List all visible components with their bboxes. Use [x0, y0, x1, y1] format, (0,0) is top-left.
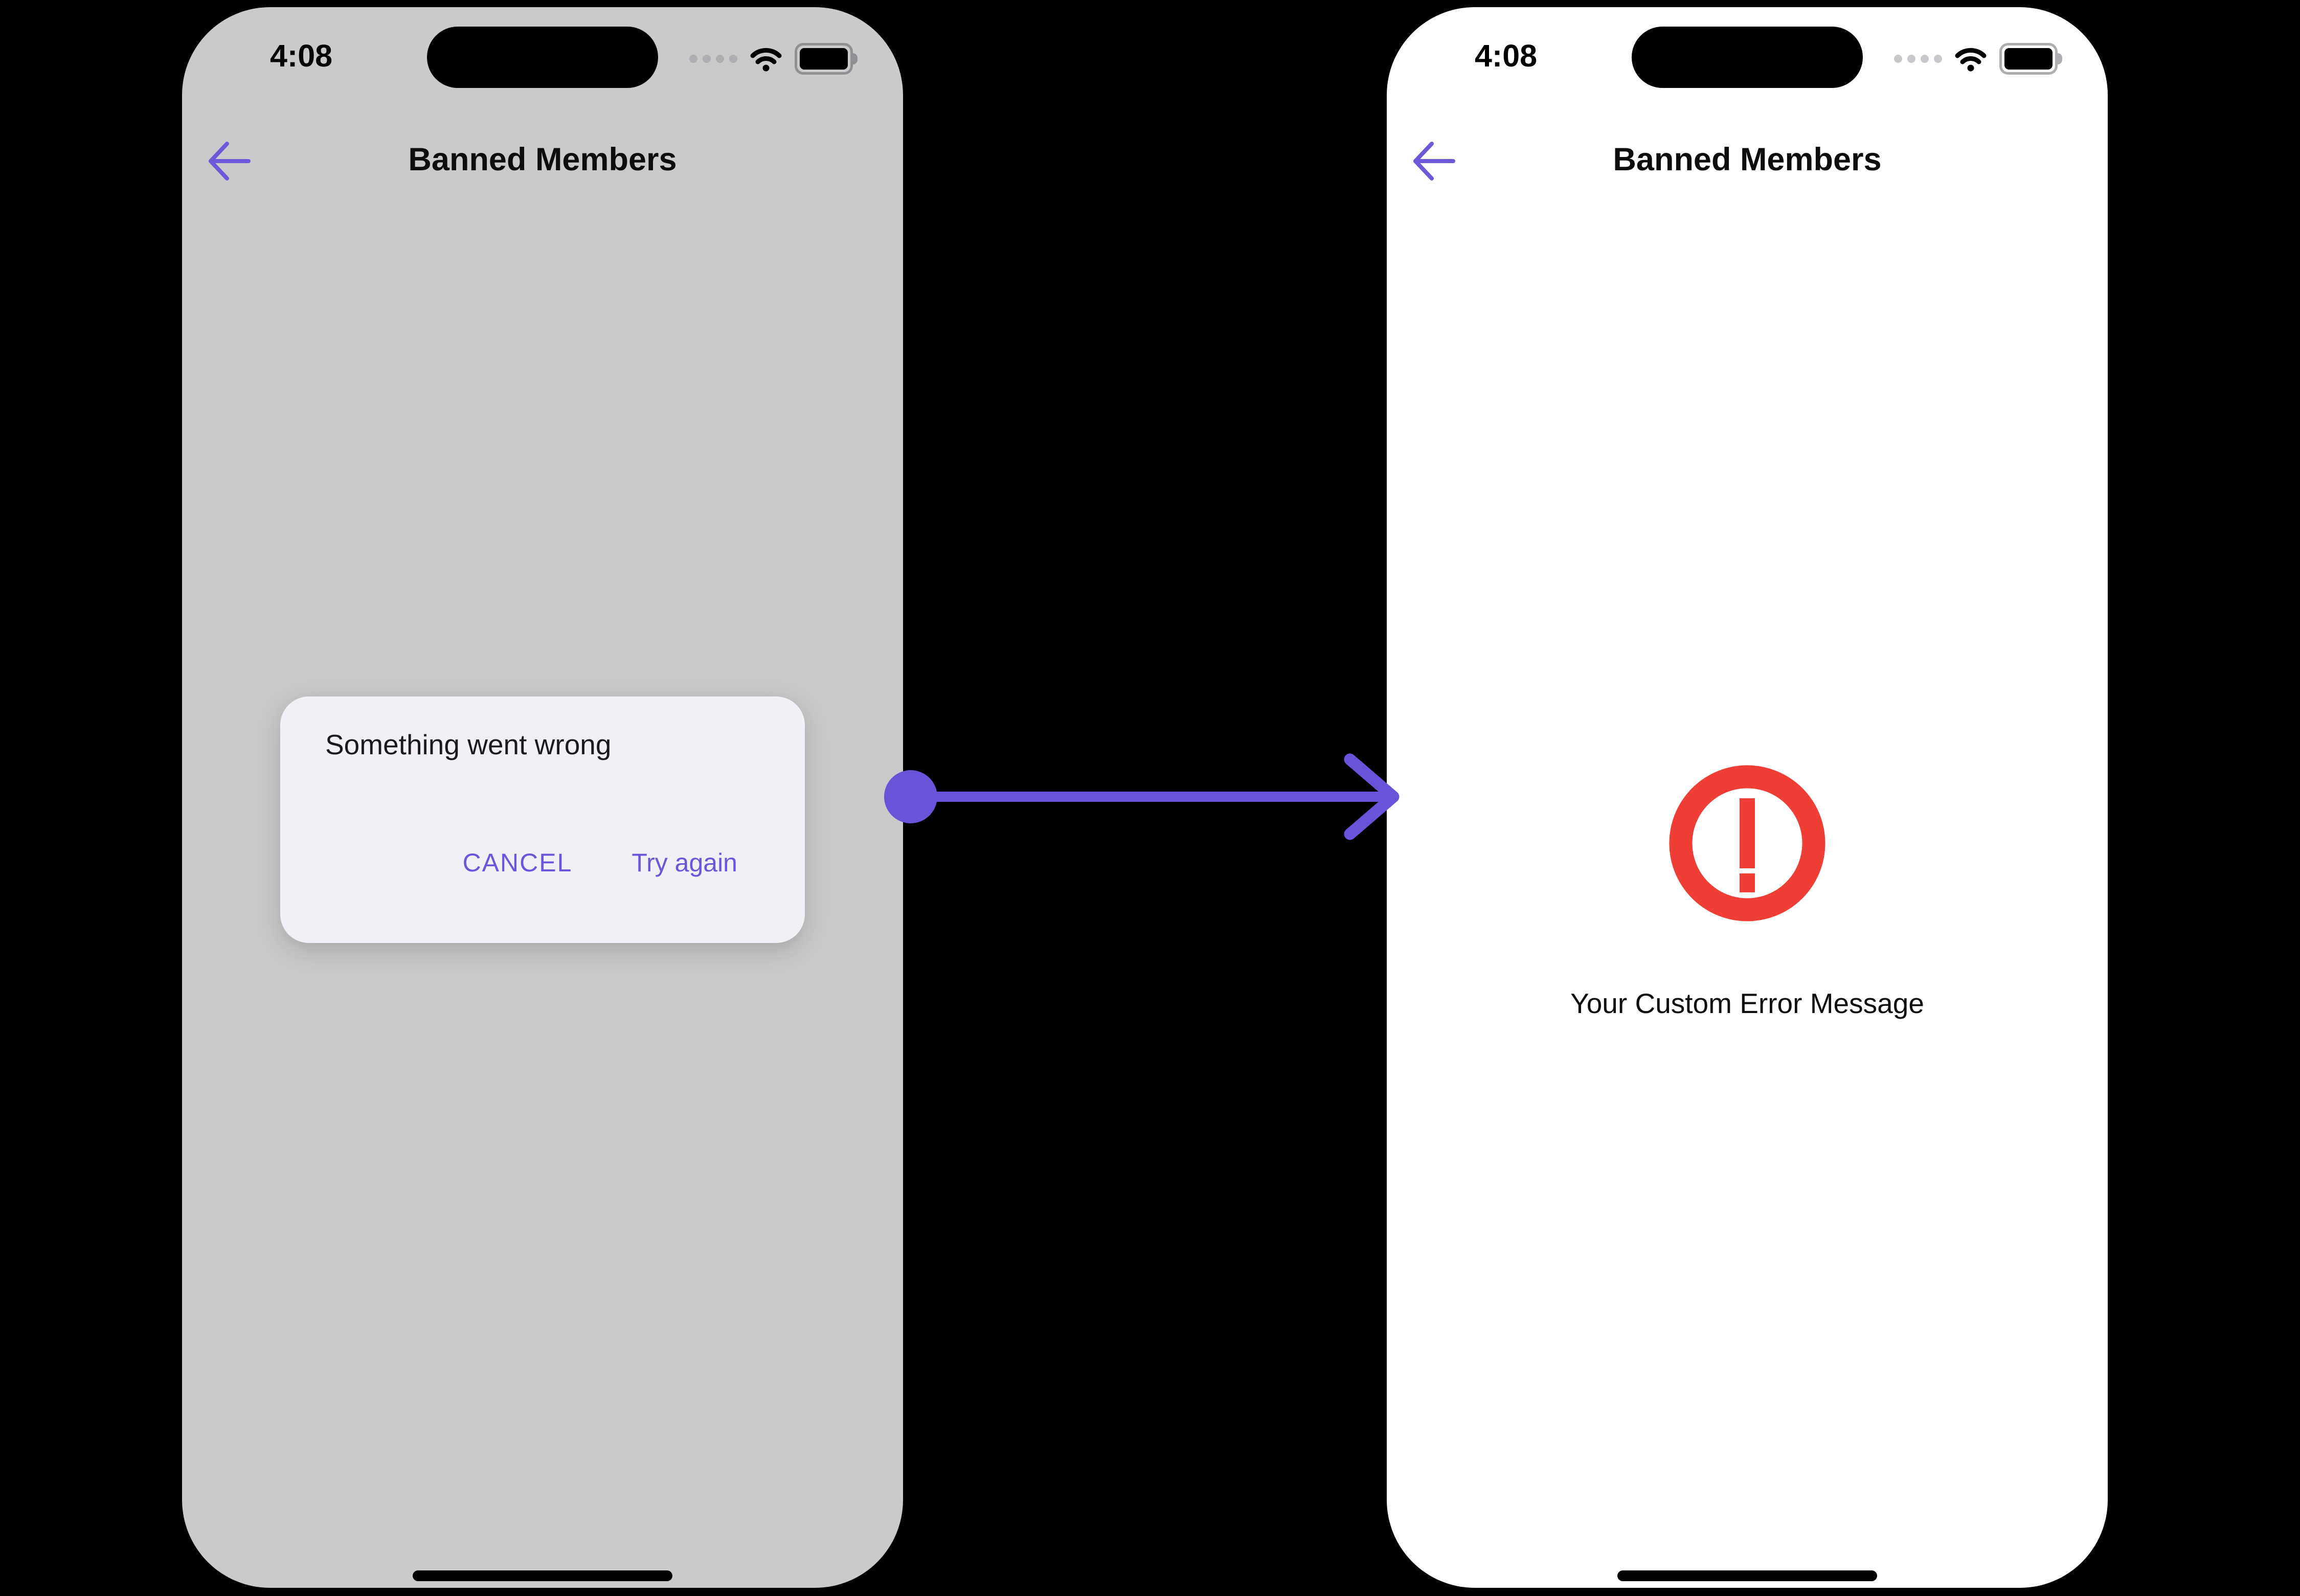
cellular-dots-icon — [689, 55, 737, 63]
wifi-icon — [750, 48, 782, 72]
status-time: 4:08 — [1475, 38, 1538, 73]
left-phone-screen: 4:08 Banned Members Something went wrong — [182, 7, 903, 1588]
status-icons — [1894, 41, 2058, 77]
battery-icon — [1999, 43, 2058, 75]
arrow-right-icon — [884, 753, 1400, 840]
dynamic-island — [427, 27, 658, 88]
back-button[interactable] — [1408, 136, 1459, 187]
error-dialog: Something went wrong CANCEL Try again — [280, 696, 805, 943]
page-title: Banned Members — [408, 142, 677, 177]
try-again-button[interactable]: Try again — [632, 848, 737, 877]
home-indicator[interactable] — [413, 1570, 672, 1581]
battery-icon — [795, 43, 853, 75]
status-time: 4:08 — [270, 38, 333, 73]
dialog-actions: CANCEL Try again — [463, 848, 737, 878]
back-button[interactable] — [204, 136, 255, 187]
cancel-button[interactable]: CANCEL — [462, 848, 573, 877]
arrow-left-icon — [1413, 141, 1455, 181]
status-bar: 4:08 — [182, 7, 903, 109]
error-message: Your Custom Error Message — [1570, 987, 1924, 1019]
arrow-left-icon — [209, 141, 251, 181]
cellular-dots-icon — [1894, 55, 1942, 63]
right-phone-screen: 4:08 Banned Members Yo — [1387, 7, 2108, 1588]
home-indicator[interactable] — [1617, 1570, 1877, 1581]
dynamic-island — [1632, 27, 1863, 88]
page-title: Banned Members — [1613, 142, 1882, 177]
status-bar: 4:08 — [1387, 7, 2108, 109]
alert-circle-icon — [1669, 765, 1825, 921]
dialog-title: Something went wrong — [325, 729, 612, 760]
status-icons — [689, 41, 853, 77]
wifi-icon — [1955, 48, 1987, 72]
